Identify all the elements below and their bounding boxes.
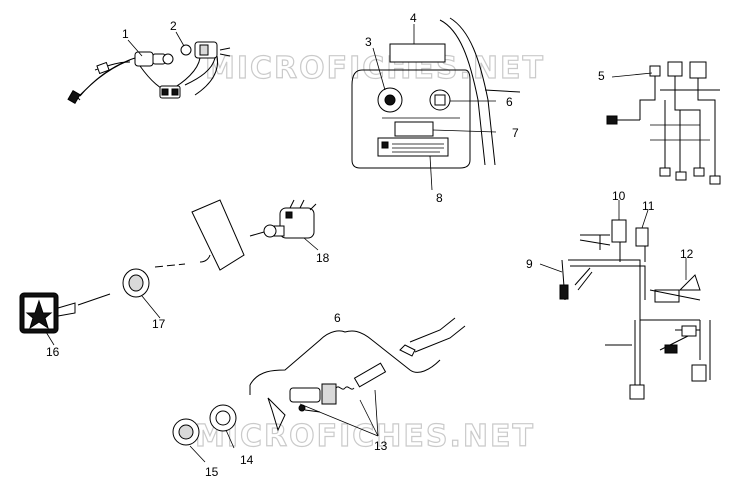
callout-6-top: 6 — [506, 95, 513, 109]
callout-12: 12 — [680, 247, 694, 261]
callout-6-bottom: 6 — [334, 311, 341, 325]
decal-part-4 — [389, 43, 446, 63]
callout-5: 5 — [598, 69, 605, 83]
callout-18: 18 — [316, 251, 330, 265]
warning-label-part-8 — [377, 137, 449, 157]
bezel-nut-part-17 — [122, 268, 150, 298]
label-part-7 — [394, 121, 434, 137]
dash-panel — [351, 17, 521, 169]
switch-assembly-part-2 — [159, 41, 231, 99]
leader-lines — [45, 24, 687, 463]
wiring-harness-part-5 — [606, 61, 721, 185]
connector-part-11 — [635, 227, 649, 247]
ignition-switch-part-18 — [249, 199, 317, 239]
relay-part-10 — [611, 219, 627, 243]
watermark-bottom: MICROFICHES.NET — [195, 419, 535, 454]
main-harness-parts-9-12 — [559, 219, 711, 400]
key-switch-harness-part-1 — [67, 51, 176, 105]
washer-part-14 — [209, 404, 237, 432]
callout-10: 10 — [612, 189, 626, 203]
callout-1: 1 — [122, 27, 129, 41]
key-part-16 — [19, 292, 111, 334]
callout-2: 2 — [170, 19, 177, 33]
grommet-part-15 — [172, 418, 200, 446]
watermark-top: MICROFICHES.NET — [205, 51, 545, 86]
callout-17: 17 — [152, 317, 166, 331]
callout-4: 4 — [410, 11, 417, 25]
callout-8: 8 — [436, 191, 443, 205]
callout-9: 9 — [526, 257, 533, 271]
switch-assembly-group-part-6 — [249, 317, 466, 432]
callout-3: 3 — [365, 35, 372, 49]
callout-7: 7 — [512, 126, 519, 140]
callout-16: 16 — [46, 345, 60, 359]
mount-plate — [154, 199, 245, 271]
callout-14: 14 — [240, 453, 254, 467]
callout-11: 11 — [642, 199, 655, 213]
callout-13: 13 — [374, 439, 388, 453]
callout-15: 15 — [205, 465, 219, 479]
